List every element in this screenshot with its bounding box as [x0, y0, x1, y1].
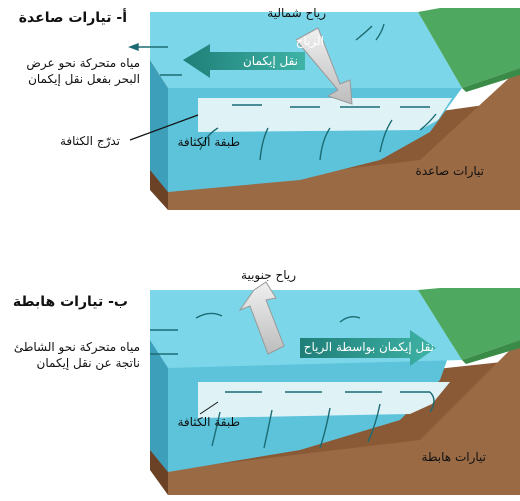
panel-a-wind-top: رياح شمالية [267, 6, 326, 20]
density-layer [198, 98, 452, 132]
panel-a-block [150, 8, 520, 210]
ground-slope-b [168, 340, 520, 495]
panel-b-title: ب- تيارات هابطة [12, 294, 128, 310]
ekman-arrow-b [300, 330, 436, 366]
grass-b [418, 288, 520, 360]
panel-a-title: أ- تيارات صاعدة [18, 10, 127, 26]
panel-a-wind-label: الرياح [295, 34, 324, 48]
panel-b-ekman-label: نقل إيكمان بواسطة الرياح [303, 340, 434, 354]
grass-edge-b [462, 340, 520, 364]
panel-a-offshore-line1: مياه متحركة نحو عرض [26, 56, 140, 70]
current-arrows-b [150, 312, 435, 449]
panel-b-currents: تيارات هابطة [421, 450, 486, 464]
wind-arrow-a [295, 27, 353, 105]
current-arrows-a [128, 23, 437, 161]
pycnocline-pointer [129, 114, 199, 141]
wind-arrow-b [238, 281, 285, 355]
panel-a-currents: تيارات صاعدة [415, 164, 484, 178]
panel-a-density-layer: طبقة الكثافة [177, 135, 240, 149]
panel-a-offshore-line2: البحر بفعل نقل إيكمان [28, 72, 140, 86]
density-layer-b [198, 382, 450, 418]
panel-b-density-layer: طبقة الكثافة [177, 415, 240, 429]
panel-a-pycnocline: تدرّج الكثافة [59, 134, 120, 148]
panel-b-onshore-line1: مياه متحركة نحو الشاطئ [13, 340, 140, 354]
panel-a-ekman-label: نقل إيكمان [242, 54, 298, 68]
panel-b-wind-top: رياح جنوبية [241, 268, 296, 282]
panel-b-onshore-line2: ناتجة عن نقل إيكمان [36, 356, 140, 370]
ground-slope [168, 68, 520, 210]
grass-edge [462, 68, 520, 92]
ekman-arrow-a [183, 44, 305, 78]
grass [418, 8, 520, 88]
density-pointer-b [199, 401, 219, 415]
water-side [150, 60, 168, 192]
